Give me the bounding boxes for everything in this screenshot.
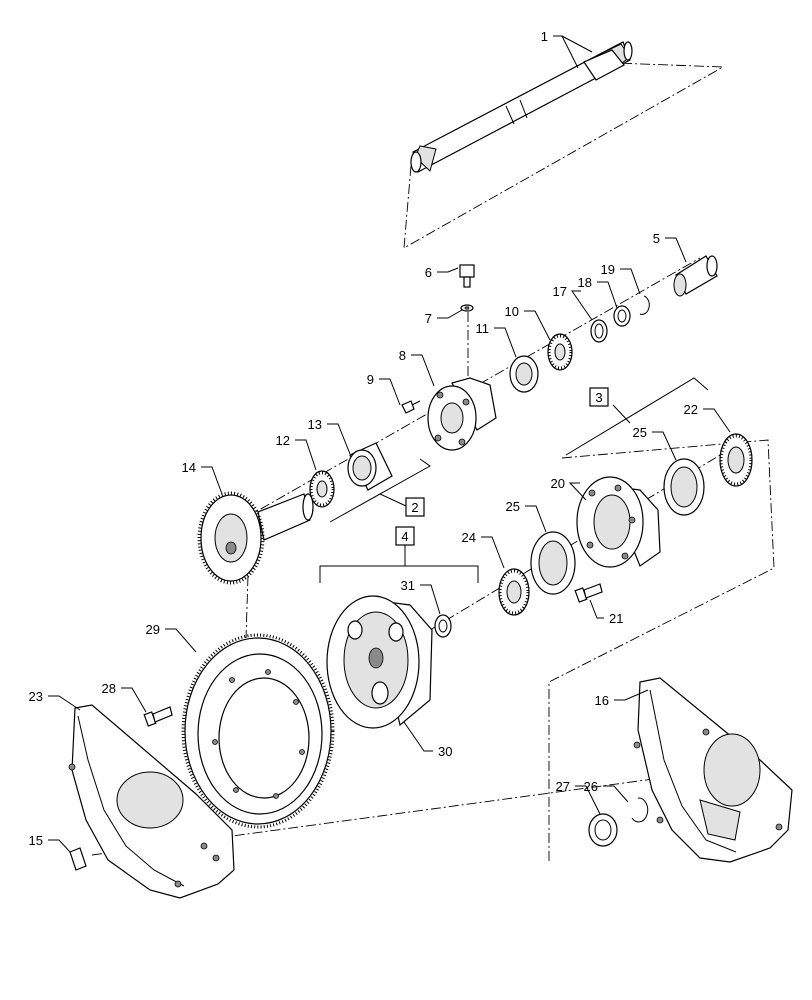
part-11-bearing-cup (509, 355, 539, 393)
callout-23: 23 (29, 689, 43, 704)
callout-18: 18 (578, 275, 592, 290)
callout-25-lower: 25 (506, 499, 520, 514)
callout-12: 12 (276, 433, 290, 448)
part-27-washer (588, 813, 618, 847)
callout-24: 24 (462, 530, 476, 545)
callout-1: 1 (541, 29, 548, 44)
part-12-bearing (309, 470, 335, 508)
callout-14: 14 (182, 460, 196, 475)
callout-17: 17 (553, 284, 567, 299)
callout-27: 27 (556, 779, 570, 794)
leader-lines (48, 35, 731, 853)
callout-7: 7 (425, 311, 432, 326)
part-15-clip (69, 847, 87, 871)
part-9-screw (401, 400, 421, 414)
callout-10: 10 (505, 304, 519, 319)
callout-labels: 1 5 6 7 8 9 10 11 12 13 14 15 16 17 18 1… (29, 29, 698, 848)
callout-5: 5 (653, 231, 660, 246)
part-30-hub (326, 595, 433, 729)
part-18-ring (613, 305, 631, 327)
part-19-snap-ring (639, 295, 650, 315)
callout-25-upper: 25 (633, 425, 647, 440)
boxed-callout-4-label: 4 (401, 529, 408, 544)
callout-31: 31 (401, 578, 415, 593)
part-26-snap-ring (631, 797, 649, 823)
callout-15: 15 (29, 833, 43, 848)
part-23-left-cover (68, 704, 235, 899)
boxed-callout-2-label: 2 (411, 500, 418, 515)
boxed-callout-4: 4 (395, 526, 415, 546)
part-1-main-shaft (410, 41, 633, 173)
callout-11: 11 (476, 321, 490, 336)
callout-21: 21 (609, 611, 623, 626)
part-10-bearing-cone (547, 333, 573, 371)
callout-29: 29 (146, 622, 160, 637)
part-8-flanged-housing (427, 377, 497, 451)
part-17-ring (590, 319, 608, 343)
callout-9: 9 (367, 372, 374, 387)
callout-13: 13 (308, 417, 322, 432)
part-24-bearing-cone (498, 568, 530, 616)
callout-30: 30 (438, 744, 452, 759)
part-28-bolt (143, 706, 173, 727)
callout-8: 8 (399, 348, 406, 363)
callout-20: 20 (551, 476, 565, 491)
part-22-bearing-cone (719, 433, 753, 487)
callout-22: 22 (684, 402, 698, 417)
callout-6: 6 (425, 265, 432, 280)
callout-26: 26 (584, 779, 598, 794)
callout-28: 28 (102, 681, 116, 696)
callout-19: 19 (601, 262, 615, 277)
part-6-bolt (459, 264, 475, 288)
boxed-callout-2: 2 (405, 497, 425, 517)
part-14-pinion-gear (197, 491, 314, 585)
callout-16: 16 (595, 693, 609, 708)
part-25-bearing-cup-lower (530, 531, 576, 595)
part-13-sleeve-bushing (347, 442, 393, 491)
part-21-bolt (574, 583, 603, 603)
part-31-ring (434, 614, 452, 638)
part-5-sleeve (673, 255, 718, 297)
part-20-carrier-housing (576, 476, 661, 568)
part-25-bearing-cup-upper (663, 458, 705, 516)
boxed-callout-3-label: 3 (595, 390, 602, 405)
part-29-ring-gear (181, 633, 335, 829)
boxed-callout-3: 3 (589, 387, 609, 407)
part-16-right-cover (633, 677, 793, 863)
part-7-washer (460, 304, 474, 312)
